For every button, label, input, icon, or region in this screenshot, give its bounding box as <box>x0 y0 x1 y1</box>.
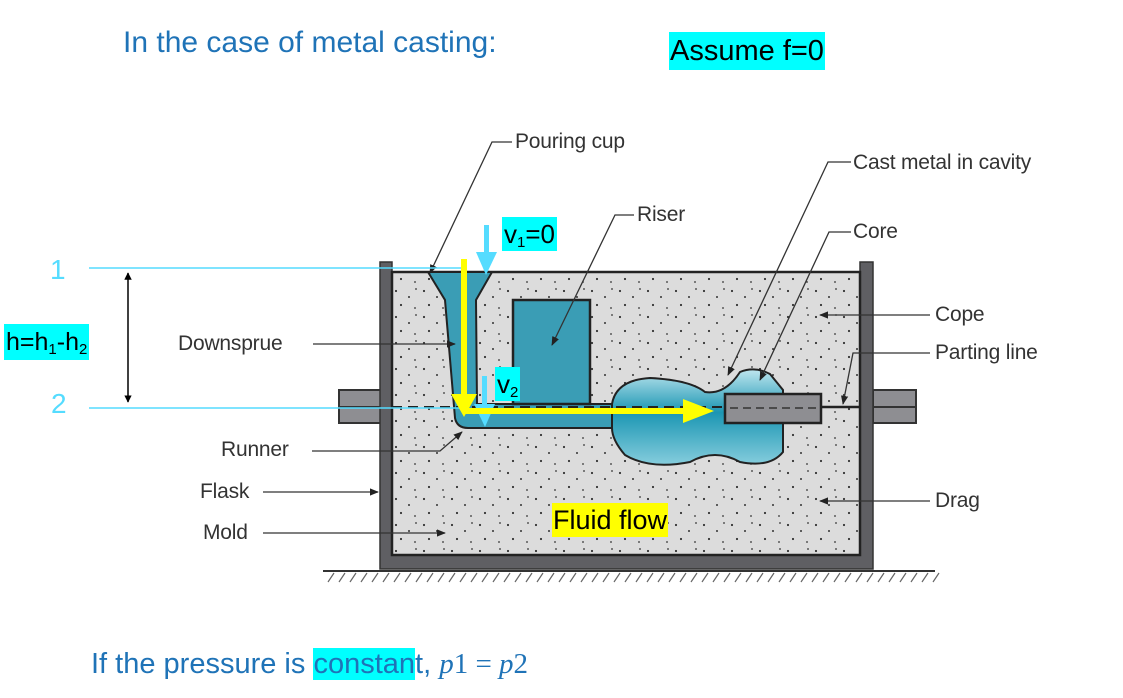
leader-parting-line <box>841 352 930 405</box>
label-mold: Mold <box>203 521 248 544</box>
label-pouring-cup: Pouring cup <box>515 130 625 153</box>
ground-hatch-mark <box>646 572 654 583</box>
level-1-label: 1 <box>50 254 66 285</box>
label-runner: Runner <box>221 438 289 461</box>
ground-hatch-mark <box>503 572 511 583</box>
ground-hatch-mark <box>734 572 742 583</box>
ground-hatch-mark <box>833 572 841 583</box>
ground-hatch-mark <box>360 572 368 583</box>
ground-hatch-mark <box>591 572 599 583</box>
ground-hatch-mark <box>910 572 918 583</box>
ground-hatch-mark <box>602 572 610 583</box>
ground-hatch-mark <box>855 572 863 583</box>
ground-hatch-mark <box>624 572 632 583</box>
pressure-equation: p1 = p2 <box>439 648 529 680</box>
v1-label: v1=0 <box>502 217 557 251</box>
level-2-label: 2 <box>51 388 67 419</box>
assumption-badge: Assume f=0 <box>669 32 825 70</box>
ground-hatch-mark <box>470 572 478 583</box>
v1-arrow-icon <box>476 225 497 275</box>
ground-hatch-mark <box>327 572 335 583</box>
ground-hatch-mark <box>745 572 753 583</box>
ground-hatch-mark <box>558 572 566 583</box>
ground-hatch-mark <box>635 572 643 583</box>
label-drag: Drag <box>935 489 980 512</box>
label-parting-line: Parting line <box>935 341 1038 364</box>
ground-hatch-mark <box>569 572 577 583</box>
ground-hatch-mark <box>547 572 555 583</box>
ground-hatch-mark <box>393 572 401 583</box>
highlighted-word: constan <box>313 648 416 680</box>
label-flask: Flask <box>200 480 250 503</box>
ground-hatch-mark <box>492 572 500 583</box>
label-cope: Cope <box>935 303 985 326</box>
ground-hatch-mark <box>536 572 544 583</box>
label-cast-metal: Cast metal in cavity <box>853 151 1032 174</box>
ground-hatch-mark <box>657 572 665 583</box>
leader-core <box>759 231 851 381</box>
ground-hatch-mark <box>459 572 467 583</box>
leader-runner <box>312 431 463 452</box>
ground-hatch-mark <box>613 572 621 583</box>
ground-hatch-mark <box>767 572 775 583</box>
ground-hatch-mark <box>437 572 445 583</box>
ground-hatch-mark <box>371 572 379 583</box>
ground-hatch-mark <box>888 572 896 583</box>
ground-hatch-mark <box>690 572 698 583</box>
ground-hatch-mark <box>811 572 819 583</box>
ground-hatch-mark <box>404 572 412 583</box>
pressure-statement: If the pressure is constant, p1 = p2 <box>91 648 529 680</box>
ground-hatch-mark <box>481 572 489 583</box>
v2-label: v2 <box>495 367 521 401</box>
label-core: Core <box>853 220 898 243</box>
ground-hatch-mark <box>514 572 522 583</box>
ground-hatch-mark <box>580 572 588 583</box>
ground-hatch-mark <box>932 572 940 583</box>
ground-hatch-mark <box>789 572 797 583</box>
leader-cast-metal <box>727 161 851 376</box>
ground-hatch-mark <box>338 572 346 583</box>
ground-hatch-mark <box>426 572 434 583</box>
leader-riser <box>551 214 634 346</box>
slide-title: In the case of metal casting: <box>123 26 497 59</box>
ground-hatch-mark <box>822 572 830 583</box>
ground-hatch-mark <box>800 572 808 583</box>
ground-base <box>323 570 940 583</box>
ground-hatch-mark <box>448 572 456 583</box>
ground-hatch-mark <box>877 572 885 583</box>
ground-hatch-mark <box>668 572 676 583</box>
ground-hatch-mark <box>866 572 874 583</box>
ground-hatch-mark <box>701 572 709 583</box>
ground-hatch-mark <box>349 572 357 583</box>
flow-path-arrow <box>451 259 714 423</box>
fluid-flow-label: Fluid flow <box>552 503 669 537</box>
label-riser: Riser <box>637 203 686 226</box>
ground-hatch-mark <box>756 572 764 583</box>
leader-pouring-cup <box>429 141 512 274</box>
height-formula: h=h1-h2 <box>4 324 90 360</box>
ground-hatch-mark <box>778 572 786 583</box>
ground-hatch-mark <box>921 572 929 583</box>
ground-hatch-mark <box>712 572 720 583</box>
ground-hatch-mark <box>525 572 533 583</box>
ground-hatch-mark <box>415 572 423 583</box>
ground-hatch-mark <box>382 572 390 583</box>
ground-hatch-mark <box>723 572 731 583</box>
label-downsprue: Downsprue <box>178 332 283 355</box>
ground-hatch-mark <box>679 572 687 583</box>
ground-hatch-mark <box>844 572 852 583</box>
ground-hatch-mark <box>899 572 907 583</box>
riser <box>511 298 592 406</box>
